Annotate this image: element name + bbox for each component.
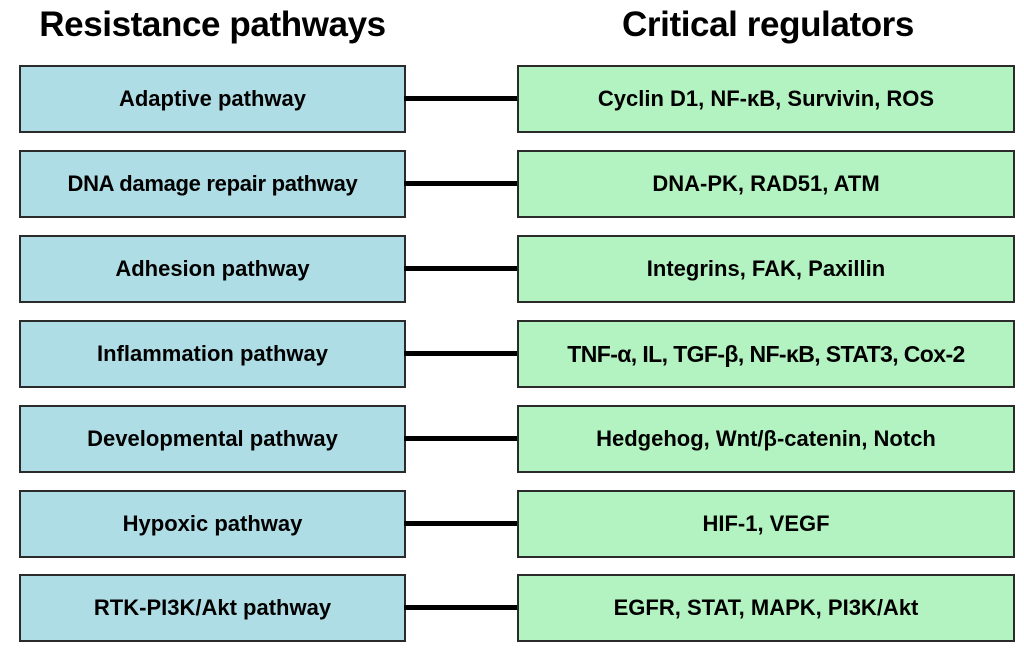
diagram-row: RTK-PI3K/Akt pathway EGFR, STAT, MAPK, P… <box>0 574 1024 642</box>
regulator-node-label: Integrins, FAK, Paxillin <box>646 256 886 281</box>
pathway-node[interactable]: Inflammation pathway <box>19 320 406 388</box>
connector-line <box>404 351 519 356</box>
diagram-row: Adaptive pathway Cyclin D1, NF-κB, Survi… <box>0 65 1024 133</box>
regulator-node-label: DNA-PK, RAD51, ATM <box>652 171 880 196</box>
diagram-row: DNA damage repair pathway DNA-PK, RAD51,… <box>0 150 1024 218</box>
connector-line <box>404 605 519 610</box>
regulator-node[interactable]: DNA-PK, RAD51, ATM <box>517 150 1015 218</box>
pathway-node-label: Adhesion pathway <box>115 256 310 281</box>
pathway-node-label: DNA damage repair pathway <box>67 171 358 196</box>
regulator-node-label: TNF-α, IL, TGF-β, NF-κB, STAT3, Cox-2 <box>567 341 965 367</box>
pathway-node-label: RTK-PI3K/Akt pathway <box>93 595 332 620</box>
regulator-node-label: HIF-1, VEGF <box>702 511 830 536</box>
pathway-node-label: Inflammation pathway <box>96 341 329 366</box>
pathway-node[interactable]: Developmental pathway <box>19 405 406 473</box>
connector-line <box>404 181 519 186</box>
pathway-node[interactable]: Adhesion pathway <box>19 235 406 303</box>
regulator-node[interactable]: TNF-α, IL, TGF-β, NF-κB, STAT3, Cox-2 <box>517 320 1015 388</box>
pathway-node[interactable]: DNA damage repair pathway <box>19 150 406 218</box>
diagram-row: Inflammation pathway TNF-α, IL, TGF-β, N… <box>0 320 1024 388</box>
diagram-row: Hypoxic pathway HIF-1, VEGF <box>0 490 1024 558</box>
regulator-node-label: EGFR, STAT, MAPK, PI3K/Akt <box>613 595 919 620</box>
regulator-node[interactable]: HIF-1, VEGF <box>517 490 1015 558</box>
column-header-resistance-pathways: Resistance pathways <box>39 5 386 44</box>
regulator-node[interactable]: Hedgehog, Wnt/β-catenin, Notch <box>517 405 1015 473</box>
diagram-row: Developmental pathway Hedgehog, Wnt/β-ca… <box>0 405 1024 473</box>
regulator-node-label: Cyclin D1, NF-κB, Survivin, ROS <box>597 86 935 111</box>
pathway-node[interactable]: Adaptive pathway <box>19 65 406 133</box>
pathway-node-label: Hypoxic pathway <box>122 511 303 536</box>
pathway-node-label: Adaptive pathway <box>118 86 307 111</box>
connector-line <box>404 266 519 271</box>
connector-line <box>404 521 519 526</box>
pathway-node-label: Developmental pathway <box>87 426 338 451</box>
pathway-node[interactable]: RTK-PI3K/Akt pathway <box>19 574 406 642</box>
pathway-node[interactable]: Hypoxic pathway <box>19 490 406 558</box>
regulator-node[interactable]: EGFR, STAT, MAPK, PI3K/Akt <box>517 574 1015 642</box>
diagram-row: Adhesion pathway Integrins, FAK, Paxilli… <box>0 235 1024 303</box>
regulator-node[interactable]: Integrins, FAK, Paxillin <box>517 235 1015 303</box>
connector-line <box>404 436 519 441</box>
regulator-node-label: Hedgehog, Wnt/β-catenin, Notch <box>596 426 936 451</box>
regulator-node[interactable]: Cyclin D1, NF-κB, Survivin, ROS <box>517 65 1015 133</box>
column-header-critical-regulators: Critical regulators <box>622 5 914 44</box>
connector-line <box>404 96 519 101</box>
